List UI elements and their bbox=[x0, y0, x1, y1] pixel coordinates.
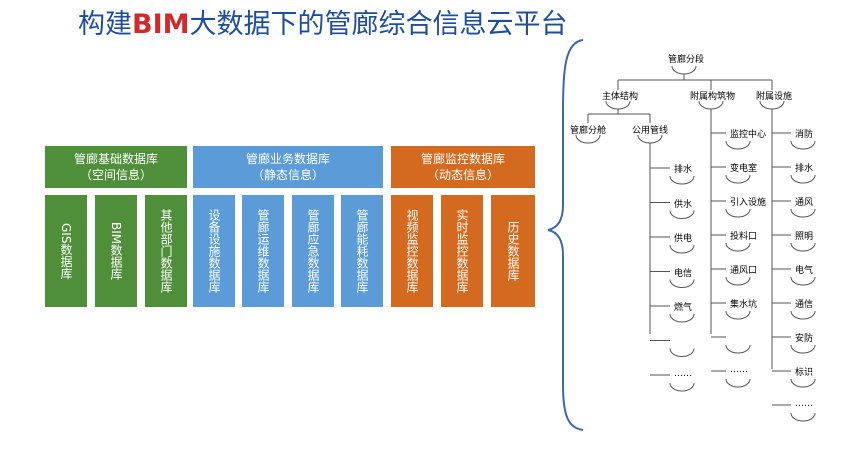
tree-leaf-facilities: 电气 bbox=[795, 266, 814, 276]
tree-leaf-facilities: 安防 bbox=[795, 334, 814, 344]
db-bim: BIM数据库 bbox=[95, 195, 137, 307]
tree-leaf-bracket bbox=[790, 310, 816, 320]
db-emergency: 管廊应急数据库 bbox=[292, 195, 334, 307]
curly-brace bbox=[547, 39, 584, 431]
tree-leaf-bracket bbox=[725, 242, 751, 252]
tree-ancillary-facilities: 附属设施 bbox=[756, 92, 793, 102]
tree-leaf-facilities: 通信 bbox=[795, 300, 814, 310]
tree-leaf-facilities: 消防 bbox=[795, 130, 814, 140]
tree-leaf-bracket bbox=[669, 279, 695, 288]
tree-leaf-bracket bbox=[669, 382, 695, 392]
tree-leaf-structures: 投料口 bbox=[730, 232, 758, 242]
tree-leaf-structures: 变电室 bbox=[730, 164, 758, 174]
tree-utility-pipelines: 公用管线 bbox=[632, 126, 669, 136]
tree-leaf-bracket bbox=[669, 210, 695, 219]
tree-leaf-pipelines: 供水 bbox=[674, 199, 693, 210]
tree-leaf-bracket bbox=[725, 310, 751, 320]
db-gis: GIS数据库 bbox=[45, 195, 87, 307]
tree-leaf-structures: 引入设施 bbox=[730, 198, 767, 208]
tree-leaf-bracket bbox=[790, 208, 816, 218]
db-energy: 管廊能耗数据库 bbox=[341, 195, 383, 307]
tree-leaf-bracket bbox=[725, 208, 751, 218]
tree-leaf-bracket bbox=[790, 412, 816, 422]
tree-leaf-structures: 通风口 bbox=[730, 266, 758, 276]
tree-leaf-bracket bbox=[669, 313, 695, 323]
tree-main-structure: 主体结构 bbox=[602, 92, 639, 102]
db-history: 历史数据库 bbox=[491, 195, 535, 307]
db-operation: 管廊运维数据库 bbox=[242, 195, 284, 307]
tree-leaf-bracket bbox=[669, 348, 695, 357]
tree-leaf-bracket bbox=[790, 378, 816, 388]
tree-leaf-bracket bbox=[725, 174, 751, 184]
tree-leaf-bracket bbox=[725, 140, 751, 150]
tree-leaf-bracket bbox=[790, 174, 816, 184]
db-other-dept: 其他部门数据库 bbox=[145, 195, 187, 307]
tree-leaf-facilities: 通风 bbox=[795, 198, 814, 208]
page-title: 构建BIM大数据下的管廊综合信息云平台 bbox=[78, 9, 568, 40]
tree-leaf-bracket bbox=[725, 344, 751, 354]
db-realtime: 实时监控数据库 bbox=[441, 195, 483, 307]
group-header-business: 管廊业务数据库（静态信息） bbox=[193, 146, 383, 188]
tree-leaf-pipelines: 供电 bbox=[674, 234, 693, 244]
tree-leaf-pipelines: 燃气 bbox=[674, 303, 693, 313]
tree-leaf-facilities: …… bbox=[795, 399, 813, 409]
tree-leaf-bracket bbox=[790, 242, 816, 252]
tree-leaf-pipelines: 电信 bbox=[674, 268, 693, 279]
tree-ancillary-structures: 附属构筑物 bbox=[690, 92, 736, 102]
tree-leaf-bracket bbox=[725, 276, 751, 286]
db-video: 视频监控数据库 bbox=[391, 195, 433, 307]
tree-leaf-bracket bbox=[790, 140, 816, 150]
tree-leaf-pipelines: …… bbox=[674, 369, 692, 379]
tree-leaf-structures: 监控中心 bbox=[730, 130, 767, 140]
tree-leaf-facilities: 排水 bbox=[795, 164, 814, 174]
group-header-basic: 管廊基础数据库（空间信息） bbox=[45, 146, 187, 188]
tree-compartments: 管廊分舱 bbox=[570, 126, 607, 136]
tree-leaf-bracket bbox=[790, 276, 816, 286]
tree-leaf-pipelines: 排水 bbox=[674, 165, 693, 175]
tree-leaf-bracket bbox=[669, 175, 695, 185]
tree-leaf-structures: …… bbox=[730, 365, 748, 375]
tree-leaf-bracket bbox=[790, 344, 816, 354]
tree-leaf-bracket bbox=[669, 244, 695, 254]
group-header-monitor: 管廊监控数据库（动态信息） bbox=[391, 146, 535, 188]
tree-leaf-facilities: 照明 bbox=[795, 232, 814, 242]
tree-leaf-facilities: 标识 bbox=[795, 368, 814, 378]
tree-root: 管廊分段 bbox=[668, 55, 705, 65]
tree-leaf-bracket bbox=[725, 378, 751, 388]
tree-leaf-structures: 集水坑 bbox=[730, 300, 758, 310]
db-equipment: 设备设施数据库 bbox=[193, 195, 235, 307]
